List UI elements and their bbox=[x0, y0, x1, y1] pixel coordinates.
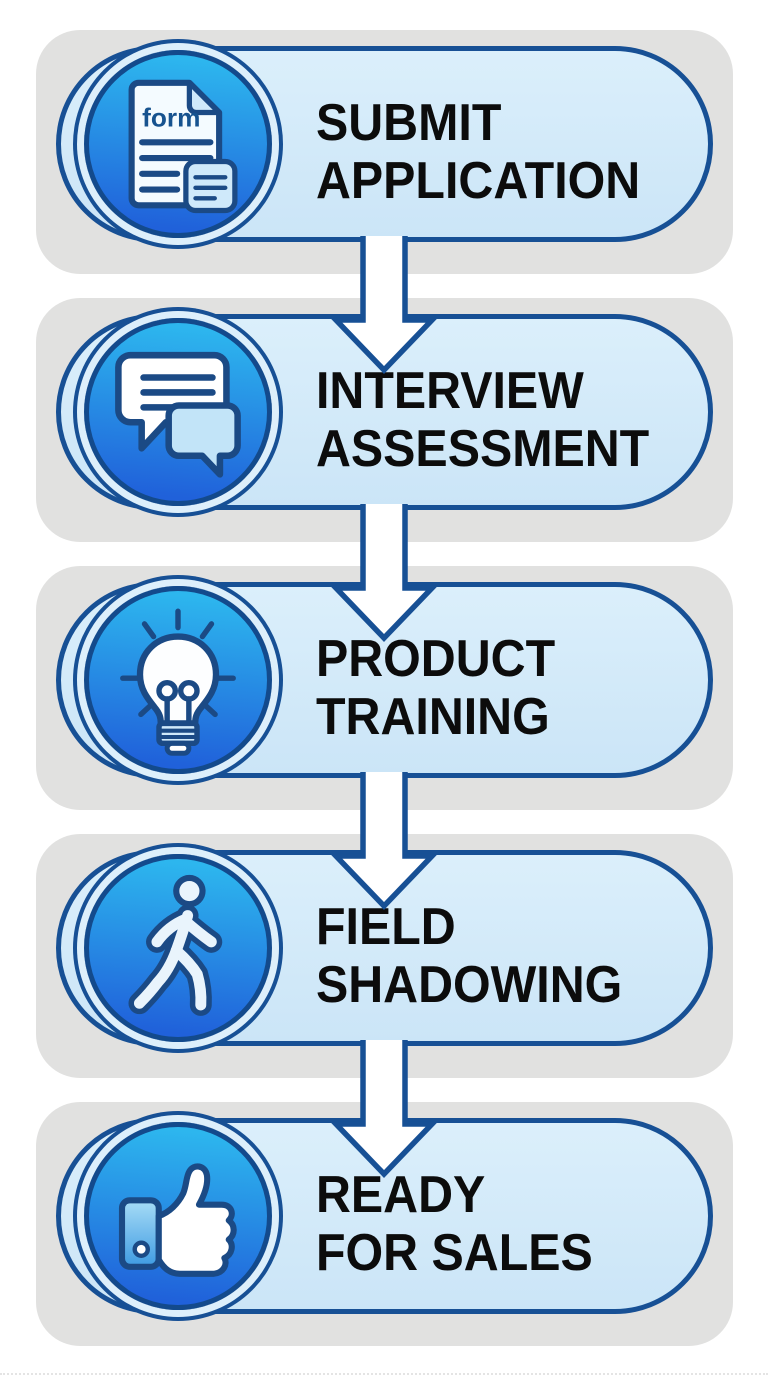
step-title: SUBMIT APPLICATION bbox=[316, 30, 640, 274]
step-title: READY FOR SALES bbox=[316, 1102, 593, 1346]
walking-person-icon bbox=[128, 874, 223, 1016]
step-title-line1: SUBMIT bbox=[316, 93, 502, 152]
step-icon-circle bbox=[84, 318, 272, 506]
step-card-field-shadowing: FIELD SHADOWING bbox=[36, 834, 733, 1078]
step-icon-circle bbox=[84, 1122, 272, 1310]
form-icon-label: form bbox=[142, 103, 200, 133]
down-arrow-connector-2 bbox=[330, 504, 438, 642]
step-title-line2: ASSESSMENT bbox=[316, 420, 650, 478]
thumbs-up-icon bbox=[118, 1163, 237, 1277]
down-arrow-connector-1 bbox=[330, 236, 438, 374]
bottom-edge-artifact bbox=[0, 1373, 768, 1375]
chat-bubbles-icon bbox=[115, 351, 241, 478]
step-card-interview-assessment: INTERVIEW ASSESSMENT bbox=[36, 298, 733, 542]
step-title-line2: APPLICATION bbox=[316, 152, 641, 210]
step-icon-circle bbox=[84, 586, 272, 774]
step-title: INTERVIEW ASSESSMENT bbox=[316, 298, 649, 542]
form-document-icon: form bbox=[128, 79, 238, 214]
step-title-line1: READY bbox=[316, 1165, 486, 1224]
step-title-line1: PRODUCT bbox=[316, 629, 556, 688]
step-card-submit-application: form SUBMIT APPLICATION bbox=[36, 30, 733, 274]
step-title: PRODUCT TRAINING bbox=[316, 566, 555, 810]
step-title-line2: TRAINING bbox=[316, 688, 550, 746]
step-title-line2: SHADOWING bbox=[316, 956, 623, 1014]
down-arrow-connector-4 bbox=[330, 1040, 438, 1178]
step-title-line2: FOR SALES bbox=[316, 1224, 593, 1282]
step-icon-circle bbox=[84, 854, 272, 1042]
down-arrow-connector-3 bbox=[330, 772, 438, 910]
step-title-line1: INTERVIEW bbox=[316, 361, 584, 420]
lightbulb-icon bbox=[120, 608, 236, 756]
step-icon-circle: form bbox=[84, 50, 272, 238]
